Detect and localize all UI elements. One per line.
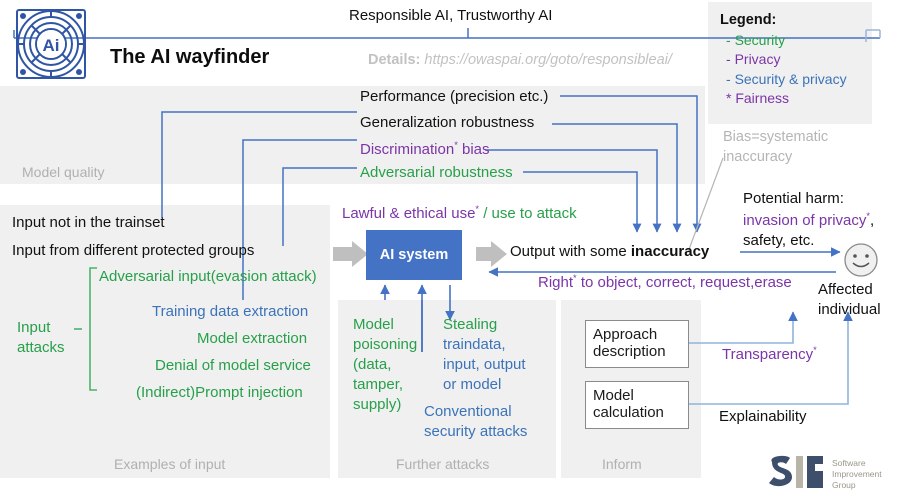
affected-line1: Affected bbox=[818, 281, 873, 298]
input-line-not-in-trainset: Input not in the trainset bbox=[12, 214, 165, 231]
section-label-examples-of-input: Examples of input bbox=[114, 456, 226, 472]
potential-harm-invasion: invasion of privacy*, bbox=[743, 211, 875, 229]
sig-line2: Improvement bbox=[832, 469, 882, 479]
logo-block: Ai bbox=[12, 6, 90, 82]
legend-title: Legend: bbox=[720, 12, 777, 28]
lawful-use-text: Lawful & ethical use bbox=[342, 205, 476, 222]
discrimination-suffix: bias bbox=[457, 141, 490, 158]
legend-marker: - bbox=[726, 51, 731, 68]
bias-systematic-note: Bias=systematic inaccuracy bbox=[723, 129, 829, 165]
legend-label: Security & privacy bbox=[734, 70, 847, 87]
approach-line2: description bbox=[593, 343, 666, 360]
panel-legend bbox=[708, 2, 872, 124]
page-title: The AI wayfinder bbox=[110, 46, 270, 68]
sig-line1: Software bbox=[832, 458, 866, 468]
model-quality-item-discrimination: Discrimination* bias bbox=[360, 140, 490, 158]
ai-system-label: AI system bbox=[379, 247, 449, 263]
logo-text: Ai bbox=[43, 36, 60, 55]
attack-model-extraction: Model extraction bbox=[197, 330, 308, 347]
model-quality-item-performance: Performance (precision etc.) bbox=[360, 88, 549, 105]
details-url[interactable]: https://owaspai.org/goto/responsibleai/ bbox=[424, 52, 672, 68]
rights-label: Right* to object, correct, request,erase bbox=[538, 273, 792, 291]
approach-line1: Approach bbox=[593, 326, 658, 344]
model-quality-item-adversarial: Adversarial robustness bbox=[360, 164, 513, 181]
affected-individual-smiley-icon bbox=[843, 242, 879, 278]
output-inaccuracy-label: Output with some inaccuracy bbox=[510, 243, 709, 260]
rights-suffix: to object, correct, request,erase bbox=[576, 274, 792, 291]
section-label-model-quality: Model quality bbox=[22, 164, 105, 180]
details-label: Details: bbox=[368, 52, 421, 68]
potential-harm-safety: safety, etc. bbox=[743, 232, 815, 249]
legend-label: Security bbox=[734, 32, 786, 48]
attack-denial-of-model-service: Denial of model service bbox=[155, 357, 311, 374]
section-label-further-attacks: Further attacks bbox=[396, 456, 490, 472]
further-attack-stealing-body: traindata, input, output or model bbox=[443, 336, 526, 393]
output-prefix: Output with some bbox=[510, 243, 631, 260]
use-to-attack-text: / use to attack bbox=[483, 205, 577, 222]
details-line: Details: https://owaspai.org/goto/respon… bbox=[368, 52, 672, 68]
input-line-protected-groups: Input from different protected groups bbox=[12, 242, 255, 259]
sig-logo: Software Improvement Group bbox=[766, 452, 890, 492]
rights-prefix: Right bbox=[538, 274, 574, 291]
transparency-text: Transparency bbox=[722, 346, 814, 363]
output-arrow-icon bbox=[476, 241, 507, 267]
sig-line3: Group bbox=[832, 480, 856, 490]
model-calculation-box[interactable]: Model calculation bbox=[585, 381, 689, 429]
model-calc-line2: calculation bbox=[593, 404, 664, 421]
legend-item-security-privacy: - Security & privacy bbox=[720, 70, 847, 89]
attack-prompt-injection: (Indirect)Prompt injection bbox=[136, 384, 303, 401]
attack-training-data-extraction: Training data extraction bbox=[152, 303, 309, 320]
top-caption: Responsible AI, Trustworthy AI bbox=[349, 7, 553, 24]
approach-description-box[interactable]: Approach description bbox=[585, 320, 689, 368]
model-calc-line1: Model bbox=[593, 387, 634, 405]
affected-individual-label: Affected individual bbox=[818, 280, 881, 319]
potential-harm-title: Potential harm: bbox=[743, 190, 844, 207]
ai-system-box[interactable]: AI system bbox=[366, 230, 462, 280]
legend-marker: * bbox=[726, 89, 732, 106]
explainability-label: Explainability bbox=[719, 408, 807, 425]
legend-item-privacy: - Privacy bbox=[720, 50, 847, 69]
legend-marker: - bbox=[726, 70, 731, 87]
legend: Legend: - Security - Privacy - Security … bbox=[720, 12, 847, 108]
legend-label: Privacy bbox=[734, 51, 781, 68]
input-attacks-label-line2: attacks bbox=[17, 338, 65, 356]
input-attacks-bracket-label: Input attacks bbox=[17, 318, 65, 358]
further-attack-model-poisoning: Model poisoning (data, tamper, supply) bbox=[353, 316, 418, 413]
panel-model-quality bbox=[0, 86, 705, 184]
lawful-ethical-use-label: Lawful & ethical use* / use to attack bbox=[342, 204, 577, 222]
further-attack-conventional-security: Conventional security attacks bbox=[424, 403, 528, 440]
input-line-adversarial-input: Adversarial input(evasion attack) bbox=[99, 268, 317, 285]
legend-item-security: - Security bbox=[720, 31, 847, 50]
legend-label: Fairness bbox=[735, 89, 790, 106]
section-label-inform: Inform bbox=[602, 456, 642, 472]
transparency-label: Transparency* bbox=[722, 345, 817, 363]
output-bold: inaccuracy bbox=[630, 243, 710, 260]
further-attack-stealing-head: Stealing bbox=[443, 316, 498, 333]
legend-marker: - bbox=[726, 32, 731, 48]
input-arrow-icon bbox=[333, 241, 368, 267]
input-attacks-label-line1: Input bbox=[17, 319, 51, 336]
legend-item-fairness: * Fairness bbox=[720, 89, 847, 108]
model-quality-item-generalization: Generalization robustness bbox=[360, 114, 535, 131]
discrimination-label: Discrimination bbox=[360, 141, 455, 158]
panel-further-attacks bbox=[338, 300, 556, 478]
invasion-text: invasion of privacy bbox=[743, 212, 867, 229]
affected-line2: individual bbox=[818, 300, 881, 318]
